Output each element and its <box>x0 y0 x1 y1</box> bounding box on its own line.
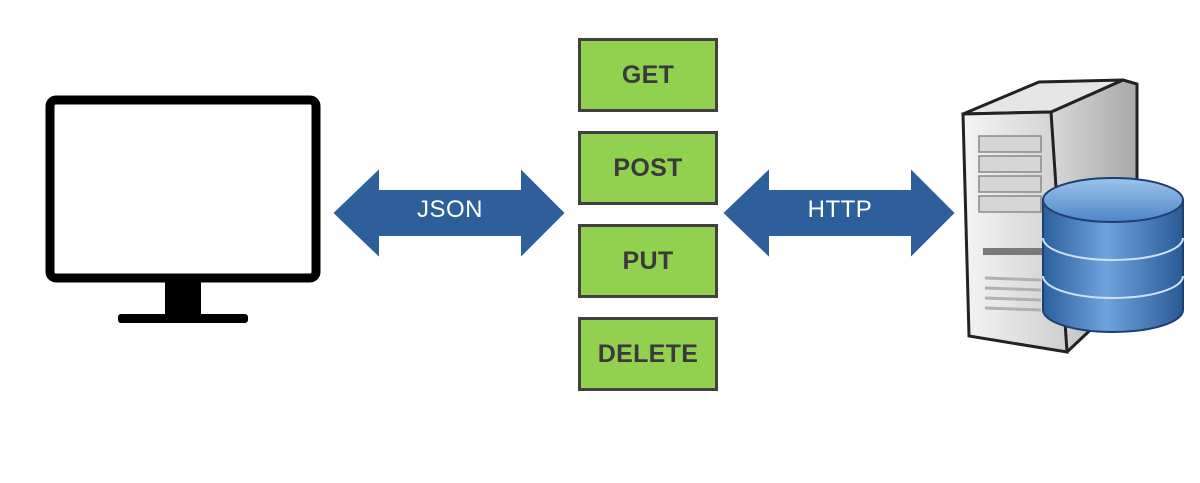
server-icon <box>961 78 1184 354</box>
double-arrow-icon <box>330 165 568 261</box>
http-methods: GET POST PUT DELETE <box>578 38 718 391</box>
http-label: HTTP <box>807 196 873 223</box>
http-arrow: HTTP <box>720 165 960 261</box>
double-arrow-icon <box>720 165 958 261</box>
method-delete: DELETE <box>578 317 718 391</box>
monitor-icon <box>45 95 321 323</box>
method-get: GET <box>578 38 718 112</box>
method-put: PUT <box>578 224 718 298</box>
json-arrow: JSON <box>330 165 570 261</box>
json-label: JSON <box>416 196 483 223</box>
database-icon <box>1042 177 1184 333</box>
method-post: POST <box>578 131 718 205</box>
